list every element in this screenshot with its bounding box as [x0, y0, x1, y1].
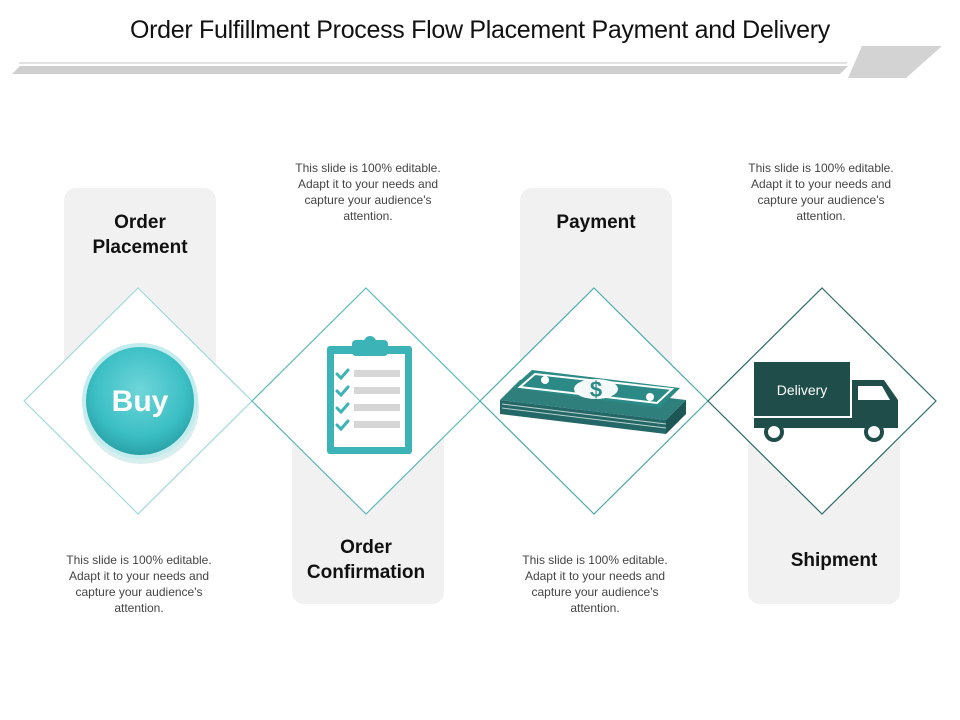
step-title-shipment: Shipment	[758, 548, 910, 573]
title-underline-decoration	[12, 46, 942, 78]
money-stack-icon: $	[500, 370, 686, 434]
step-title-line: Order	[340, 537, 392, 558]
buy-label: Buy	[111, 385, 169, 418]
step-title-order-placement: Order Placement	[64, 210, 216, 260]
delivery-truck-icon	[754, 362, 898, 442]
page-title: Order Fulfillment Process Flow Placement…	[129, 16, 830, 44]
step-title-order-confirmation: Order Confirmation	[290, 535, 442, 585]
step-title-line: Order	[114, 212, 166, 233]
clipboard-checklist-icon	[327, 336, 412, 454]
step-description-placement: This slide is 100% editable. Adapt it to…	[66, 553, 212, 615]
svg-text:$: $	[590, 377, 602, 402]
step-title-line: Shipment	[790, 550, 878, 571]
step-description-payment: This slide is 100% editable. Adapt it to…	[522, 553, 668, 615]
step-title-line: Confirmation	[306, 562, 426, 583]
step-title-line: Payment	[556, 212, 636, 233]
step-description-shipment: This slide is 100% editable. Adapt it to…	[748, 161, 894, 223]
step-description-confirmation: This slide is 100% editable. Adapt it to…	[295, 161, 441, 223]
delivery-label: Delivery	[776, 382, 828, 398]
buy-button-icon	[82, 343, 199, 464]
step-title-line: Placement	[92, 237, 188, 258]
step-title-payment: Payment	[520, 210, 672, 235]
